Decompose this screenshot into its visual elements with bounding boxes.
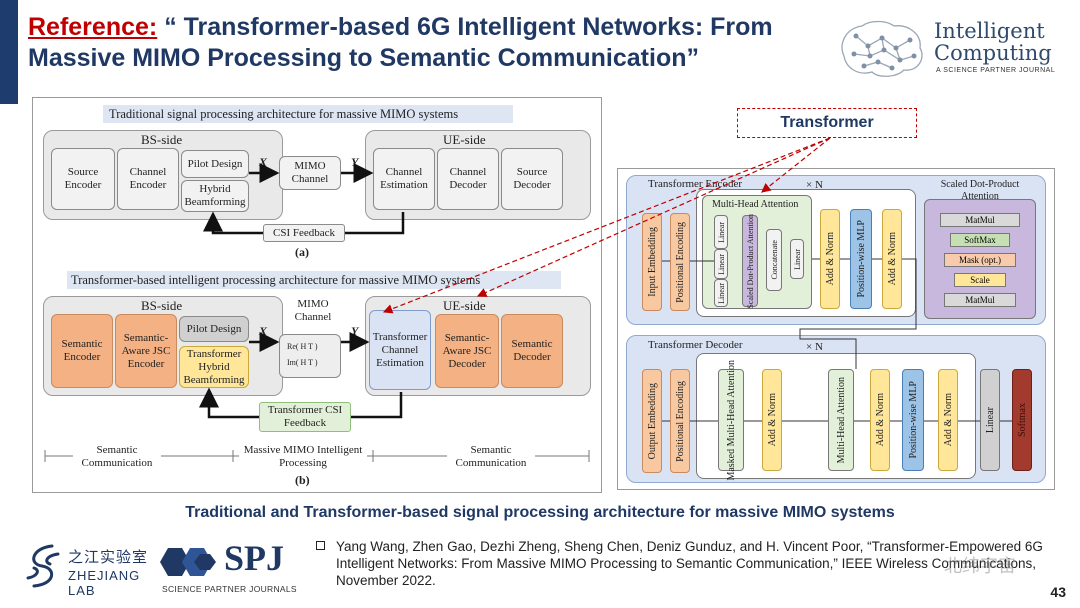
traditional-title: Traditional signal processing architectu… xyxy=(109,107,459,121)
traditional-mimo-channel-box: MIMO Channel xyxy=(279,156,341,190)
encoder-times-n: × N xyxy=(806,179,823,191)
zhejiang-swirl-icon xyxy=(26,544,60,588)
semantic-jsc-encoder-box: Semantic-Aware JSC Encoder xyxy=(115,314,177,388)
page-number: 43 xyxy=(1050,584,1066,600)
mha-title: Multi-Head Attention xyxy=(712,199,799,210)
encoder-add-norm-2-box: Add & Norm xyxy=(882,209,902,309)
encoder-title: Transformer Encoder xyxy=(648,178,742,190)
re-h-label: Re( H T ) xyxy=(287,342,318,351)
encoder-add-norm-1-box: Add & Norm xyxy=(820,209,840,309)
semantic-jsc-decoder-box: Semantic-Aware JSC Decoder xyxy=(435,314,499,388)
slide-title: Reference: “ Transformer-based 6G Intell… xyxy=(28,12,828,74)
traditional-ue-label: UE-side xyxy=(443,132,486,147)
logo-tagline: A SCIENCE PARTNER JOURNAL xyxy=(936,67,1056,74)
transformer-mimo-channel-label: MIMO Channel xyxy=(294,298,332,323)
sdpa-mask: Mask (opt.) xyxy=(944,253,1016,267)
accent-bar xyxy=(0,0,18,104)
label-b: (b) xyxy=(295,473,310,487)
transformer-title-bg xyxy=(67,271,561,289)
decoder-linear-box: Linear xyxy=(980,369,1000,471)
traditional-y-label: Y xyxy=(351,155,359,169)
transformer-ue-label: UE-side xyxy=(443,298,486,313)
decoder-mlp-box: Position-wise MLP xyxy=(902,369,924,471)
channel-estimation-box: Channel Estimation xyxy=(373,148,435,210)
decoder-add-norm-1-box: Add & Norm xyxy=(762,369,782,471)
spj-hex-icon xyxy=(160,548,216,576)
im-h-label: Im( H T ) xyxy=(287,358,318,367)
spj-subtext: SCIENCE PARTNER JOURNALS xyxy=(162,584,297,594)
citation: Yang Wang, Zhen Gao, Dezhi Zheng, Sheng … xyxy=(316,538,1046,589)
zhejiang-cn-text: 之江实验室 xyxy=(68,548,149,566)
encoder-mlp-box: Position-wise MLP xyxy=(850,209,872,309)
linear-v-box: Linear xyxy=(714,215,728,249)
spj-logo: SPJ SCIENCE PARTNER JOURNALS xyxy=(160,536,300,598)
concatenate-box: Concatenate xyxy=(766,229,782,291)
semantic-encoder-box: Semantic Encoder xyxy=(51,314,113,388)
sdpa-scale: Scale xyxy=(954,273,1006,287)
title-text: “ Transformer-based 6G Intelligent Netwo… xyxy=(28,13,773,72)
sdpa-title: Scaled Dot-Product Attention xyxy=(940,179,1020,202)
transformer-csi-feedback-box: Transformer CSI Feedback xyxy=(259,402,351,432)
transformer-callout: Transformer xyxy=(737,108,917,138)
decoder-add-norm-3-box: Add & Norm xyxy=(938,369,958,471)
traditional-bs-label: BS-side xyxy=(141,132,183,147)
watermark: 北纬宇宙 xyxy=(944,556,1016,577)
zhejiang-en-text: ZHEJIANG LAB xyxy=(68,568,141,598)
semantic-comm-right-label: Semantic Communication xyxy=(455,444,527,469)
pilot-design-box: Pilot Design xyxy=(181,150,249,178)
decoder-add-norm-2-box: Add & Norm xyxy=(870,369,890,471)
decoder-title: Transformer Decoder xyxy=(648,339,743,351)
traditional-title-bg xyxy=(103,105,513,123)
hybrid-beamforming-box: Hybrid Beamforming xyxy=(181,180,249,212)
encoder-positional-encoding-box: Positional Encoding xyxy=(670,213,690,311)
mha-linear-out-box: Linear xyxy=(790,239,804,279)
spj-text: SPJ xyxy=(224,538,285,578)
transformer-bs-label: BS-side xyxy=(141,298,183,313)
decoder-positional-encoding-box: Positional Encoding xyxy=(670,369,690,473)
sdpa-matmul-bottom: MatMul xyxy=(944,293,1016,307)
source-decoder-box: Source Decoder xyxy=(501,148,563,210)
reference-label: Reference: xyxy=(28,13,158,41)
right-diagram-connectors xyxy=(662,258,1012,422)
input-embedding-box: Input Embedding xyxy=(642,213,662,311)
scaled-attention-box: Scaled Dot-Product Attention xyxy=(742,214,758,308)
transformer-x-label: X xyxy=(259,324,268,338)
csi-feedback-box: CSI Feedback xyxy=(263,224,345,242)
sdpa-softmax: SoftMax xyxy=(950,233,1010,247)
mimo-cube xyxy=(279,334,341,378)
citation-text: Yang Wang, Zhen Gao, Dezhi Zheng, Sheng … xyxy=(336,539,1043,588)
channel-encoder-box: Channel Encoder xyxy=(117,148,179,210)
logo-line1: Intelligent xyxy=(934,19,1045,43)
masked-mha-box: Masked Multi-Head Attention xyxy=(718,360,744,480)
traditional-x-label: X xyxy=(259,155,268,169)
right-transformer-diagram: Transformer Encoder × N Input Embedding … xyxy=(617,168,1055,490)
citation-bullet-icon xyxy=(316,541,325,550)
intelligent-computing-logo: Intelligent Computing A SCIENCE PARTNER … xyxy=(834,14,1064,84)
transformer-channel-estimation-box: Transformer Channel Estimation xyxy=(369,310,431,390)
figure-caption: Traditional and Transformer-based signal… xyxy=(185,504,895,521)
label-a: (a) xyxy=(295,245,309,259)
left-diagram-arrows xyxy=(44,163,590,462)
source-encoder-box: Source Encoder xyxy=(51,148,115,210)
decoder-softmax-box: Softmax xyxy=(1012,369,1032,471)
transformer-y-label: Y xyxy=(351,324,359,338)
channel-decoder-box: Channel Decoder xyxy=(437,148,499,210)
semantic-comm-left-label: Semantic Communication xyxy=(81,444,153,469)
brain-circuit-icon xyxy=(841,20,923,77)
massive-mimo-label: Massive MIMO Intelligent Processing xyxy=(243,444,363,469)
transformer-pilot-design-box: Pilot Design xyxy=(179,316,249,342)
transformer-hybrid-beamforming-box: Transformer Hybrid Beamforming xyxy=(179,346,249,388)
decoder-mha-box: Multi-Head Attention xyxy=(828,369,854,471)
transformer-arch-title: Transformer-based intelligent processing… xyxy=(71,273,481,287)
left-architecture-diagram: Traditional signal processing architectu… xyxy=(32,97,602,493)
decoder-times-n: × N xyxy=(806,341,823,353)
output-embedding-box: Output Embedding xyxy=(642,369,662,473)
linear-q-box: Linear xyxy=(714,279,728,307)
logo-line2: Computing xyxy=(934,41,1052,65)
semantic-decoder-box: Semantic Decoder xyxy=(501,314,563,388)
zhejiang-lab-logo: 之江实验室 ZHEJIANG LAB xyxy=(22,536,152,598)
linear-k-box: Linear xyxy=(714,249,728,279)
sdpa-matmul-top: MatMul xyxy=(940,213,1020,227)
